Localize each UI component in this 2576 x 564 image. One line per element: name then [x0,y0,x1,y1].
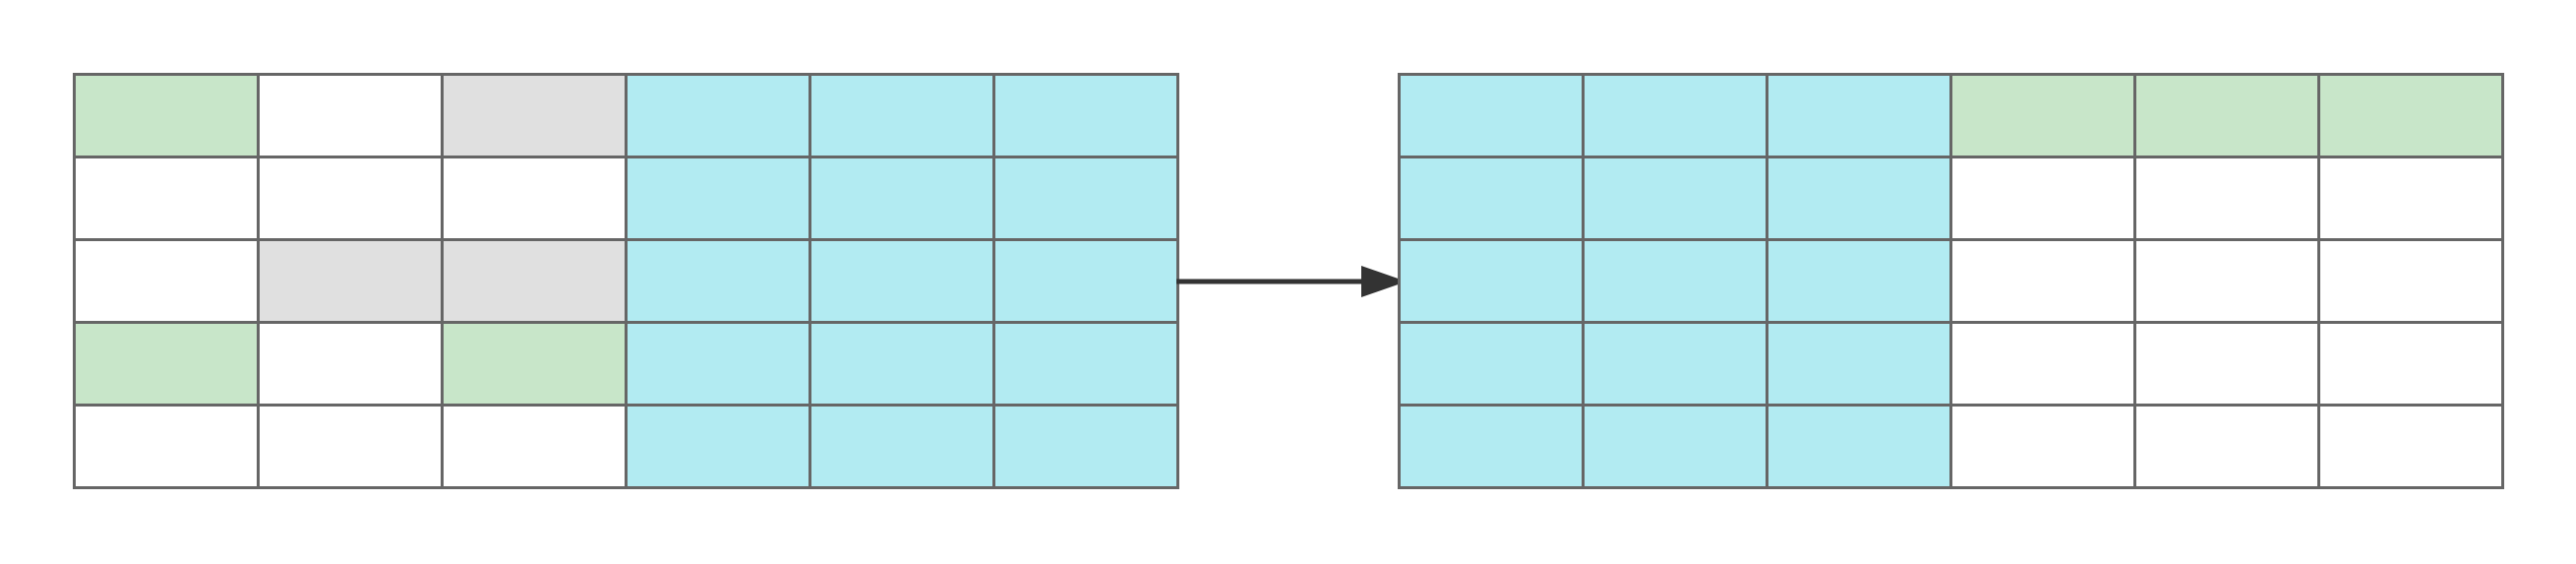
left-grid-cell [995,158,1179,241]
left-grid-cell [628,158,811,241]
right-grid-cell [2320,158,2504,241]
left-grid-cell [995,76,1179,158]
right-grid-cell [1768,407,1952,489]
left-grid-cell [628,241,811,324]
left-grid-cell [260,407,444,489]
left-grid-cell [76,324,260,407]
right-grid-cell [1768,76,1952,158]
left-grid-cell [628,407,811,489]
right-grid-cell [2136,241,2320,324]
right-grid-cell [1585,241,1768,324]
left-grid-cell [811,407,995,489]
right-grid-cell [1401,324,1585,407]
left-grid-cell [444,241,628,324]
right-grid-cell [1401,241,1585,324]
right-grid-cell [2136,324,2320,407]
left-grid-cell [811,76,995,158]
right-grid-cell [1952,76,2136,158]
left-grid-cell [995,407,1179,489]
right-grid-cell [1401,407,1585,489]
left-grid-cell [260,76,444,158]
right-grid-cell [1952,158,2136,241]
left-grid-cell [76,76,260,158]
right-grid-cell [1952,241,2136,324]
right-grid-cell [1585,76,1768,158]
right-grid-cell [1585,158,1768,241]
right-grid-cell [1952,407,2136,489]
right-arrow-icon [1176,266,1407,297]
right-grid-cell [2320,241,2504,324]
left-grid [73,73,1179,489]
left-grid-cell [811,241,995,324]
right-grid-cell [2136,158,2320,241]
left-grid-cell [76,241,260,324]
left-grid-cell [628,76,811,158]
right-grid-cell [1768,241,1952,324]
right-grid-cell [1401,158,1585,241]
left-grid-cell [995,241,1179,324]
right-grid-cell [2320,407,2504,489]
right-grid [1398,73,2504,489]
right-grid-cell [1952,324,2136,407]
right-grid-cell [2136,407,2320,489]
left-grid-cell [811,324,995,407]
left-grid-cell [260,241,444,324]
right-grid-cell [1768,158,1952,241]
right-grid-cell [2320,324,2504,407]
left-grid-cell [444,324,628,407]
right-grid-cell [2136,76,2320,158]
left-grid-cell [444,407,628,489]
right-grid-cell [1401,76,1585,158]
left-grid-cell [76,407,260,489]
left-grid-cell [628,324,811,407]
arrow-head [1361,266,1407,297]
left-grid-cell [811,158,995,241]
left-grid-cell [995,324,1179,407]
right-grid-cell [2320,76,2504,158]
left-grid-cell [260,158,444,241]
right-grid-cell [1585,407,1768,489]
left-grid-cell [260,324,444,407]
right-grid-cell [1768,324,1952,407]
left-grid-cell [444,158,628,241]
right-grid-cell [1585,324,1768,407]
left-grid-cell [444,76,628,158]
left-grid-cell [76,158,260,241]
